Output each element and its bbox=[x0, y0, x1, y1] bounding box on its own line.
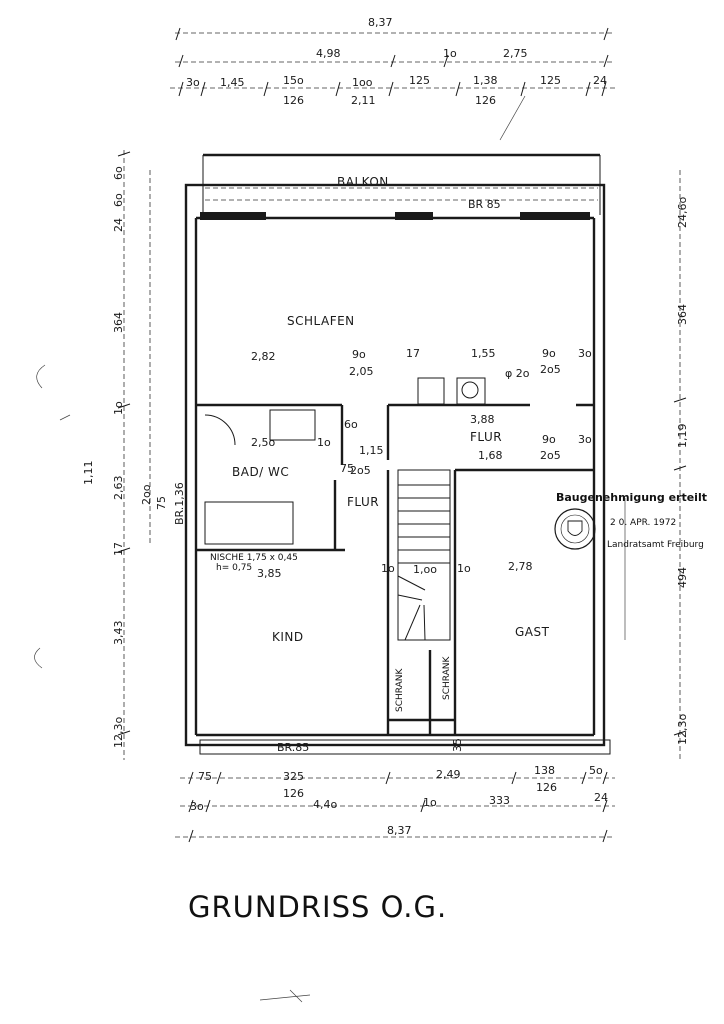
bad-dim: 75 bbox=[340, 462, 354, 475]
approval-stamp bbox=[554, 508, 596, 550]
bad-dim: 6o bbox=[344, 418, 358, 431]
flur-lower-label: FLUR bbox=[347, 495, 379, 509]
pipe-label: φ 2o bbox=[505, 367, 530, 380]
top-dimension-label: 126 bbox=[283, 94, 304, 107]
stair-dim: 1o bbox=[457, 562, 471, 575]
top-overall-dimension: 8,37 bbox=[368, 16, 393, 29]
bottom-window-label: BR.85 bbox=[277, 741, 309, 754]
stair-dim: 1,oo bbox=[413, 563, 437, 576]
balkon-label: BALKON bbox=[337, 175, 389, 189]
gast-width: 2,78 bbox=[508, 560, 533, 573]
flur-dim: 3o bbox=[578, 433, 592, 446]
flur-dim: 9o bbox=[542, 433, 556, 446]
right-dimension-label: 12,3o bbox=[676, 714, 689, 745]
top-dimension-label: 24 bbox=[593, 74, 607, 87]
bottom-dimension-label: 126 bbox=[283, 787, 304, 800]
dim-35: 35 bbox=[451, 738, 464, 752]
right-dimension-lines bbox=[624, 170, 687, 760]
schrank-right-label: SCHRANK bbox=[442, 655, 452, 700]
left-dimension-label: 24 bbox=[112, 218, 125, 232]
top-dimension-label: 125 bbox=[409, 74, 430, 87]
left-dimension-label: 6o bbox=[112, 193, 125, 207]
flur-upper-label: FLUR bbox=[470, 430, 502, 444]
bad-width: 2,5o bbox=[251, 436, 275, 449]
schlafen-width: 2,82 bbox=[251, 350, 276, 363]
left-dimension-label: 1,11 bbox=[82, 461, 95, 486]
left-dimension-label: 75 bbox=[155, 496, 168, 510]
schlafen-dim: 3o bbox=[578, 347, 592, 360]
top-dimension-label: 1o bbox=[443, 47, 457, 60]
stamp-date: 2 0. APR. 1972 bbox=[610, 518, 676, 528]
left-dimension-label: 6o bbox=[112, 166, 125, 180]
bad-dim: 2o5 bbox=[350, 464, 371, 477]
drawing-title: GRUNDRISS O.G. bbox=[188, 890, 447, 924]
kind-label: KIND bbox=[272, 630, 304, 644]
bottom-dimension-label: 1o bbox=[423, 796, 437, 809]
bottom-dimension-label: 5o bbox=[589, 764, 603, 777]
left-dimension-label: 364 bbox=[112, 312, 125, 333]
stamp-approval-text: Baugenehmigung erteilt bbox=[556, 491, 707, 504]
left-dimension-label: 2,63 bbox=[112, 476, 125, 501]
interior-walls bbox=[196, 377, 594, 735]
top-dimension-label: 2,11 bbox=[351, 94, 376, 107]
right-dimension-label: 1,19 bbox=[676, 424, 689, 449]
right-dimension-label: 364 bbox=[676, 304, 689, 325]
staircase bbox=[397, 469, 451, 641]
outer-walls bbox=[184, 183, 611, 755]
scan-artifacts bbox=[34, 364, 311, 1003]
kind-width: 3,85 bbox=[257, 567, 282, 580]
niche-note-height: h= 0,75 bbox=[216, 563, 252, 573]
top-window-label: BR 85 bbox=[468, 198, 501, 211]
schlafen-dim: 2o5 bbox=[540, 363, 561, 376]
bottom-dimension-label: 325 bbox=[283, 770, 304, 783]
schrank-left-label: SCHRANK bbox=[395, 667, 405, 712]
bad-wc-label: BAD/ WC bbox=[232, 465, 289, 479]
schlafen-dim: 2,05 bbox=[349, 365, 374, 378]
top-dimension-label: 2,75 bbox=[503, 47, 528, 60]
right-dimension-label: 24,6o bbox=[676, 197, 689, 228]
right-dimension-label: 494 bbox=[676, 567, 689, 588]
bottom-dimension-label: 4,4o bbox=[313, 798, 337, 811]
schlafen-dim: 17 bbox=[406, 347, 420, 360]
top-dimension-label: 1,38 bbox=[473, 74, 498, 87]
flur-width: 3,88 bbox=[470, 413, 495, 426]
left-dimension-label: 2oo bbox=[140, 484, 153, 505]
stair-dim: 1o bbox=[381, 562, 395, 575]
bottom-dimension-label: 3o bbox=[190, 800, 204, 813]
top-dimension-label: 1,45 bbox=[220, 76, 245, 89]
bad-dim: 1o bbox=[317, 436, 331, 449]
top-dimension-label: 1oo bbox=[352, 76, 373, 89]
top-dimension-label: 4,98 bbox=[316, 47, 341, 60]
left-dimension-label: 1o bbox=[112, 401, 125, 415]
left-dimension-label: BR.1,36 bbox=[173, 482, 186, 525]
bottom-dimension-label: 333 bbox=[489, 794, 510, 807]
top-dimension-label: 126 bbox=[475, 94, 496, 107]
bottom-dimension-label: 2,49 bbox=[436, 768, 461, 781]
bottom-dimension-label: 138 bbox=[534, 764, 555, 777]
bad-dim: 1,15 bbox=[359, 444, 384, 457]
top-dimension-label: 3o bbox=[186, 76, 200, 89]
bottom-dimension-lines bbox=[175, 771, 615, 843]
top-dimension-lines bbox=[170, 27, 615, 141]
left-dimension-lines bbox=[59, 150, 151, 760]
schlafen-label: SCHLAFEN bbox=[287, 314, 355, 328]
top-dimension-label: 15o bbox=[283, 74, 304, 87]
left-dimension-label: 3,43 bbox=[112, 621, 125, 646]
top-dimension-label: 125 bbox=[540, 74, 561, 87]
stamp-office: Landratsamt Freiburg bbox=[607, 540, 704, 550]
left-dimension-label: 17 bbox=[112, 542, 125, 556]
left-dimension-label: 12,3o bbox=[112, 717, 125, 748]
flur-dim: 2o5 bbox=[540, 449, 561, 462]
niche-note: NISCHE 1,75 x 0,45 bbox=[210, 553, 298, 563]
gast-label: GAST bbox=[515, 625, 550, 639]
bottom-dimension-label: 75 bbox=[198, 770, 212, 783]
bottom-dimension-label: 24 bbox=[594, 791, 608, 804]
schlafen-dim: 9o bbox=[352, 348, 366, 361]
bottom-dimension-label: 126 bbox=[536, 781, 557, 794]
bottom-overall-dimension: 8,37 bbox=[387, 824, 412, 837]
flur-depth: 1,68 bbox=[478, 449, 503, 462]
schlafen-dim: 9o bbox=[542, 347, 556, 360]
schlafen-dim: 1,55 bbox=[471, 347, 496, 360]
